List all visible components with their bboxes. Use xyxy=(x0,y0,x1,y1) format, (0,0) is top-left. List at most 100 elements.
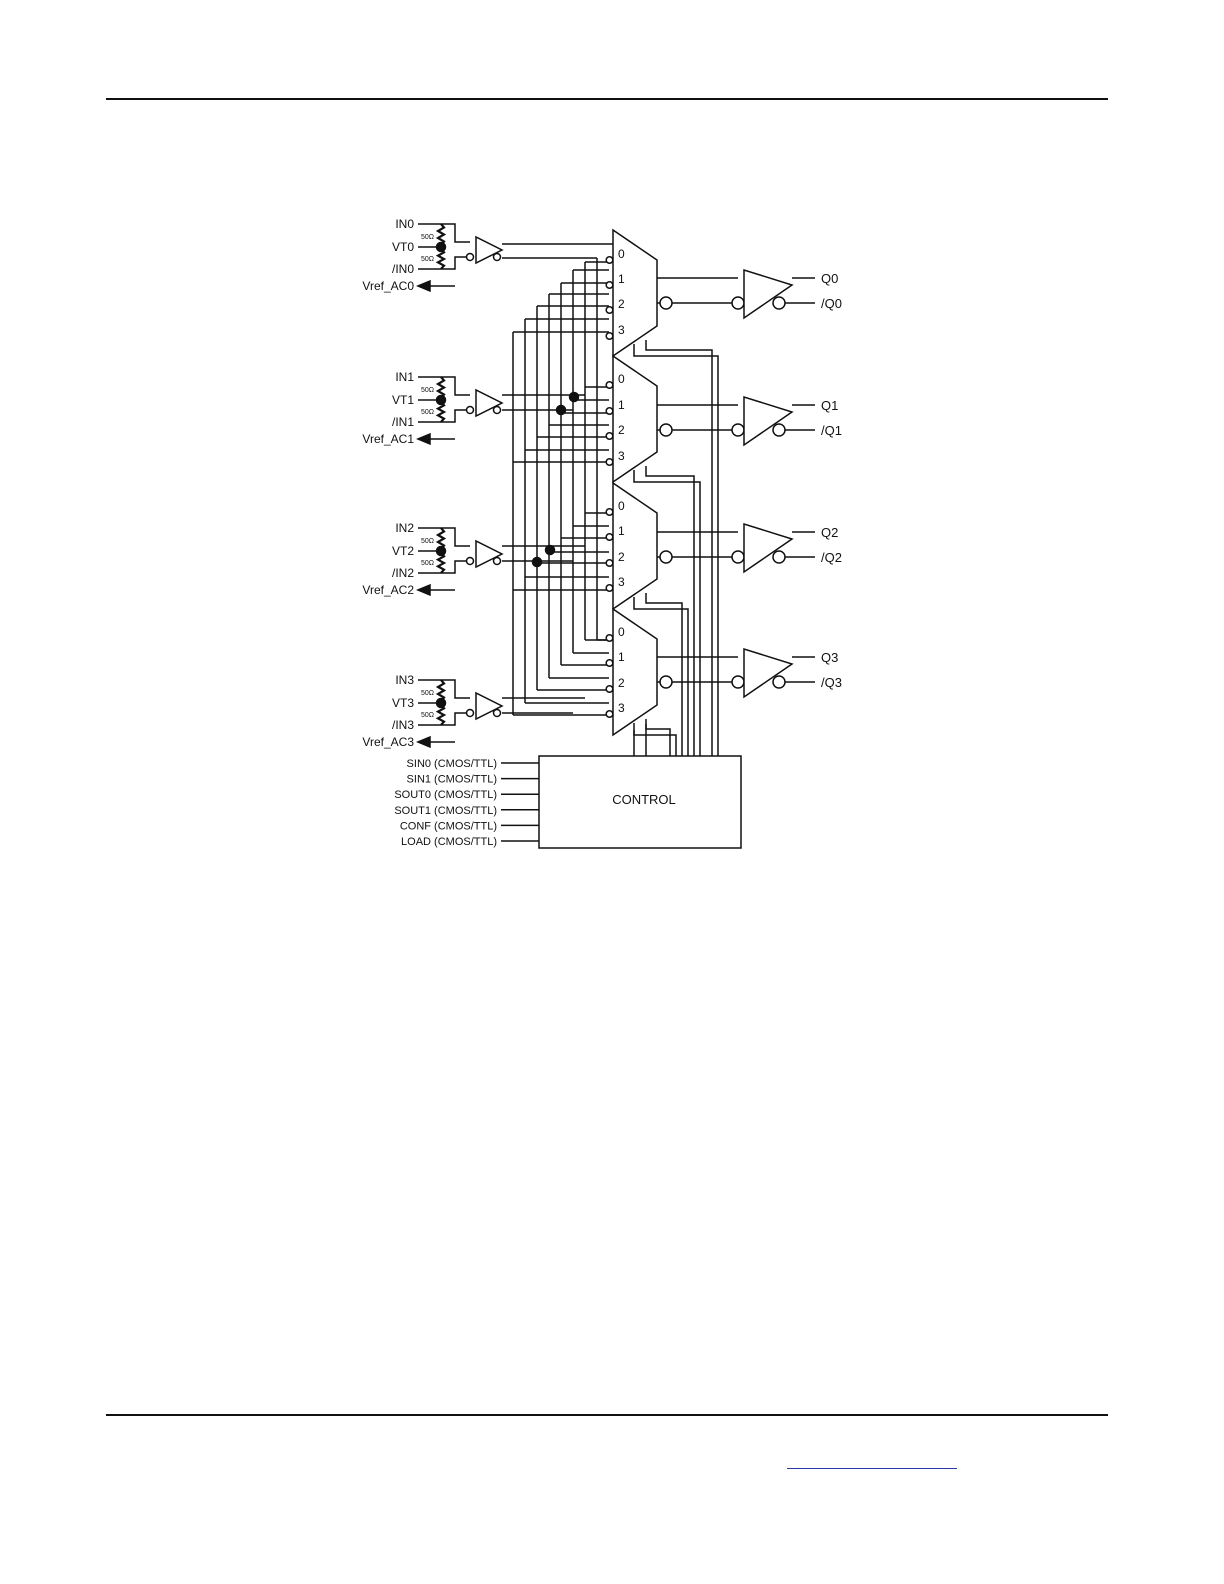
mux-input-label: 0 xyxy=(618,499,625,513)
outbuf-output-bubble xyxy=(773,551,785,563)
input-label-inb1: /IN1 xyxy=(392,415,414,429)
mux-input-bubble xyxy=(606,257,613,264)
bus-junction-dot xyxy=(546,546,555,555)
mux-input-bubble xyxy=(606,282,613,289)
mux-input-bubble xyxy=(606,711,613,718)
inversion-bubble xyxy=(467,558,474,565)
input-label-vt2: VT2 xyxy=(392,544,414,558)
mux-input-bubble xyxy=(606,560,613,567)
output-label-q1: Q1 xyxy=(821,398,838,413)
wire xyxy=(441,680,470,698)
output-buffer-0 xyxy=(744,270,792,318)
vref-label0: Vref_AC0 xyxy=(362,279,414,293)
vref-label2: Vref_AC2 xyxy=(362,583,414,597)
mux-input-bubble xyxy=(606,433,613,440)
resistor-label: 50Ω xyxy=(421,538,434,545)
input-label-vt3: VT3 xyxy=(392,696,414,710)
mux-input-bubble xyxy=(606,534,613,541)
wire xyxy=(441,224,470,242)
resistor-label: 50Ω xyxy=(421,690,434,697)
mux-input-bubble xyxy=(606,408,613,415)
control-pin-label: CONF (CMOS/TTL) xyxy=(400,820,497,832)
control-pin-label: SIN0 (CMOS/TTL) xyxy=(407,758,497,770)
mux-input-label: 3 xyxy=(618,701,625,715)
outbuf-input-bubble xyxy=(732,551,744,563)
control-pin-label: LOAD (CMOS/TTL) xyxy=(401,836,497,848)
input-label-in0: IN0 xyxy=(395,217,414,231)
inversion-bubble xyxy=(467,407,474,414)
mux-input-label: 1 xyxy=(618,524,625,538)
mux-input-bubble xyxy=(606,459,613,466)
mux-input-label: 1 xyxy=(618,650,625,664)
inversion-bubble xyxy=(467,254,474,261)
mux-input-label: 3 xyxy=(618,449,625,463)
control-label: CONTROL xyxy=(612,792,676,807)
mux-output-bubble xyxy=(660,676,672,688)
mux-input-label: 3 xyxy=(618,575,625,589)
wire xyxy=(441,528,470,546)
bus-junction-dot xyxy=(570,393,579,402)
control-pin-label: SOUT1 (CMOS/TTL) xyxy=(394,805,497,817)
output-label-qb1: /Q1 xyxy=(821,423,842,438)
resistor-label: 50Ω xyxy=(421,560,434,567)
vt-junction-dot xyxy=(437,699,446,708)
mux-input-bubble xyxy=(606,333,613,340)
outbuf-output-bubble xyxy=(773,676,785,688)
outbuf-output-bubble xyxy=(773,297,785,309)
outbuf-output-bubble xyxy=(773,424,785,436)
output-label-q0: Q0 xyxy=(821,271,838,286)
input-label-in1: IN1 xyxy=(395,370,414,384)
input-label-vt1: VT1 xyxy=(392,393,414,407)
output-label-qb3: /Q3 xyxy=(821,675,842,690)
vt-junction-dot xyxy=(437,396,446,405)
mux-input-bubble xyxy=(606,382,613,389)
outbuf-input-bubble xyxy=(732,424,744,436)
select-line xyxy=(646,466,694,756)
mux-output-bubble xyxy=(660,551,672,563)
input-label-inb2: /IN2 xyxy=(392,566,414,580)
control-pin-label: SOUT0 (CMOS/TTL) xyxy=(394,789,497,801)
output-label-q3: Q3 xyxy=(821,650,838,665)
mux-input-label: 2 xyxy=(618,676,625,690)
vt-junction-dot xyxy=(437,547,446,556)
mux-input-label: 1 xyxy=(618,398,625,412)
mux-input-bubble xyxy=(606,660,613,667)
output-buffer-2 xyxy=(744,524,792,572)
vref-label1: Vref_AC1 xyxy=(362,432,414,446)
bus-junction-dot xyxy=(533,558,542,567)
mux-input-label: 2 xyxy=(618,550,625,564)
buffer-output-bubble xyxy=(494,710,501,717)
vref-label3: Vref_AC3 xyxy=(362,735,414,749)
output-buffer-1 xyxy=(744,397,792,445)
input-label-inb0: /IN0 xyxy=(392,262,414,276)
buffer-output-bubble xyxy=(494,558,501,565)
mux-output-bubble xyxy=(660,424,672,436)
outbuf-input-bubble xyxy=(732,297,744,309)
buffer-output-bubble xyxy=(494,254,501,261)
mux-input-bubble xyxy=(606,585,613,592)
output-label-qb2: /Q2 xyxy=(821,550,842,565)
buffer-output-bubble xyxy=(494,407,501,414)
mux-output-bubble xyxy=(660,297,672,309)
vref-arrow-head xyxy=(418,737,430,747)
mux-input-bubble xyxy=(606,509,613,516)
outbuf-input-bubble xyxy=(732,676,744,688)
control-pin-label: SIN1 (CMOS/TTL) xyxy=(407,774,497,786)
mux-input-label: 2 xyxy=(618,297,625,311)
mux-input-bubble xyxy=(606,307,613,314)
output-label-qb0: /Q0 xyxy=(821,296,842,311)
vref-arrow-head xyxy=(418,434,430,444)
mux-input-label: 2 xyxy=(618,423,625,437)
input-label-inb3: /IN3 xyxy=(392,718,414,732)
mux-input-label: 0 xyxy=(618,372,625,386)
output-buffer-3 xyxy=(744,649,792,697)
mux-input-label: 3 xyxy=(618,323,625,337)
mux-input-label: 0 xyxy=(618,247,625,261)
input-label-in3: IN3 xyxy=(395,673,414,687)
select-line xyxy=(646,719,670,756)
input-label-vt0: VT0 xyxy=(392,240,414,254)
mux-input-bubble xyxy=(606,686,613,693)
mux-input-label: 1 xyxy=(618,272,625,286)
mux-input-label: 0 xyxy=(618,625,625,639)
